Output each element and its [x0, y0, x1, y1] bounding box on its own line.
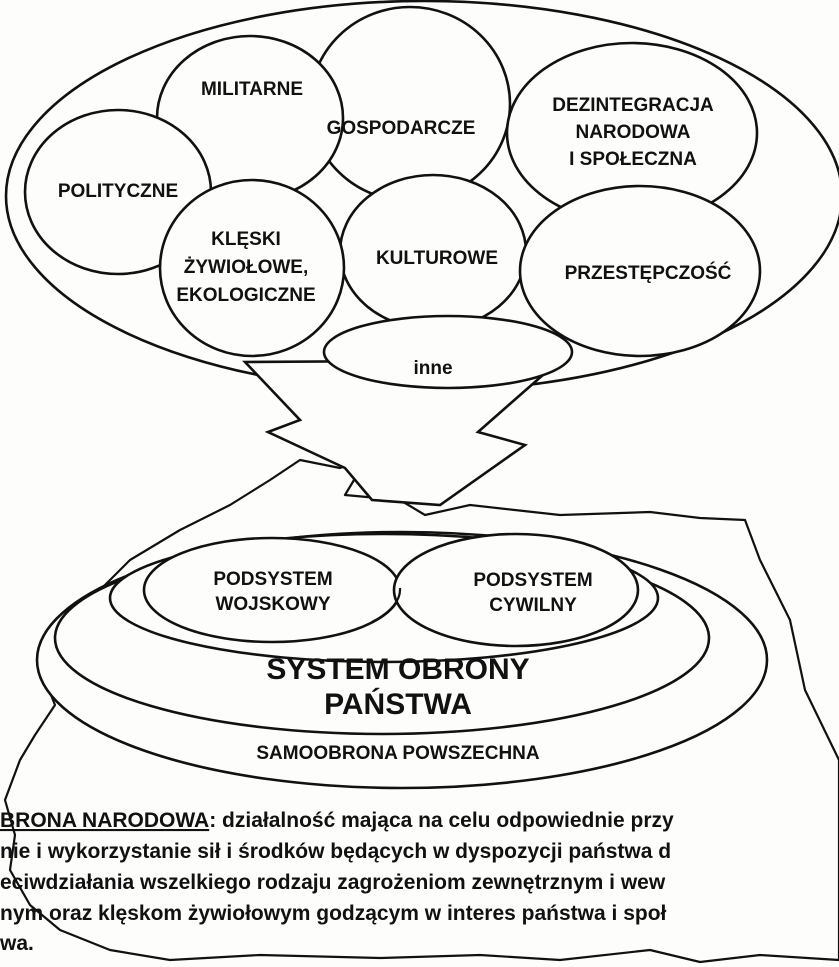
definition-line-2: nie i wykorzystanie sił i środków będący… — [0, 840, 671, 863]
label-przestepczosc: PRZESTĘPCZOŚĆ — [565, 262, 732, 284]
label-wojskowy-2: WOJSKOWY — [215, 594, 330, 615]
label-cywilny-2: CYWILNY — [489, 595, 577, 616]
label-kulturowe: KULTUROWE — [376, 248, 498, 269]
definition-line-1: BRONA NARODOWA: działalność mająca na ce… — [0, 809, 674, 832]
definition-line-4: nym oraz klęskom żywiołowym godzącym w i… — [0, 902, 667, 925]
definition-term: BRONA NARODOWA — [0, 809, 209, 832]
bubble-przestepczosc — [518, 184, 762, 358]
label-inne: inne — [413, 358, 452, 379]
threat-arrow — [241, 358, 564, 507]
label-gospodarcze: GOSPODARCZE — [327, 118, 476, 139]
label-cywilny-1: PODSYSTEM — [473, 570, 592, 591]
definition-block: BRONA NARODOWA: działalność mająca na ce… — [0, 809, 674, 955]
label-militarne: MILITARNE — [201, 79, 303, 100]
label-system-1: SYSTEM OBRONY — [266, 653, 529, 686]
bubble-kleski — [158, 178, 346, 358]
label-kleski-2: ŻYWIOŁOWE, — [184, 257, 309, 278]
label-polityczne: POLITYCZNE — [58, 181, 178, 202]
label-samoobrona: SAMOOBRONA POWSZECHNA — [256, 743, 540, 764]
ellipse-cywilny — [392, 532, 640, 648]
label-kleski-1: KLĘSKI — [211, 229, 281, 250]
definition-line-5: wa. — [0, 932, 34, 955]
label-system-2: PAŃSTWA — [324, 687, 472, 721]
definition-line-3: eciwdziałania wszelkiego rodzaju zagroże… — [0, 871, 666, 894]
label-wojskowy-1: PODSYSTEM — [213, 569, 332, 590]
bubble-inne — [322, 314, 574, 390]
label-dezintegracja-3: I SPOŁECZNA — [569, 149, 697, 170]
label-dezintegracja-1: DEZINTEGRACJA — [552, 95, 714, 116]
label-dezintegracja-2: NARODOWA — [575, 122, 690, 143]
label-kleski-3: EKOLOGICZNE — [176, 285, 315, 306]
ellipse-wojskowy — [142, 536, 402, 644]
